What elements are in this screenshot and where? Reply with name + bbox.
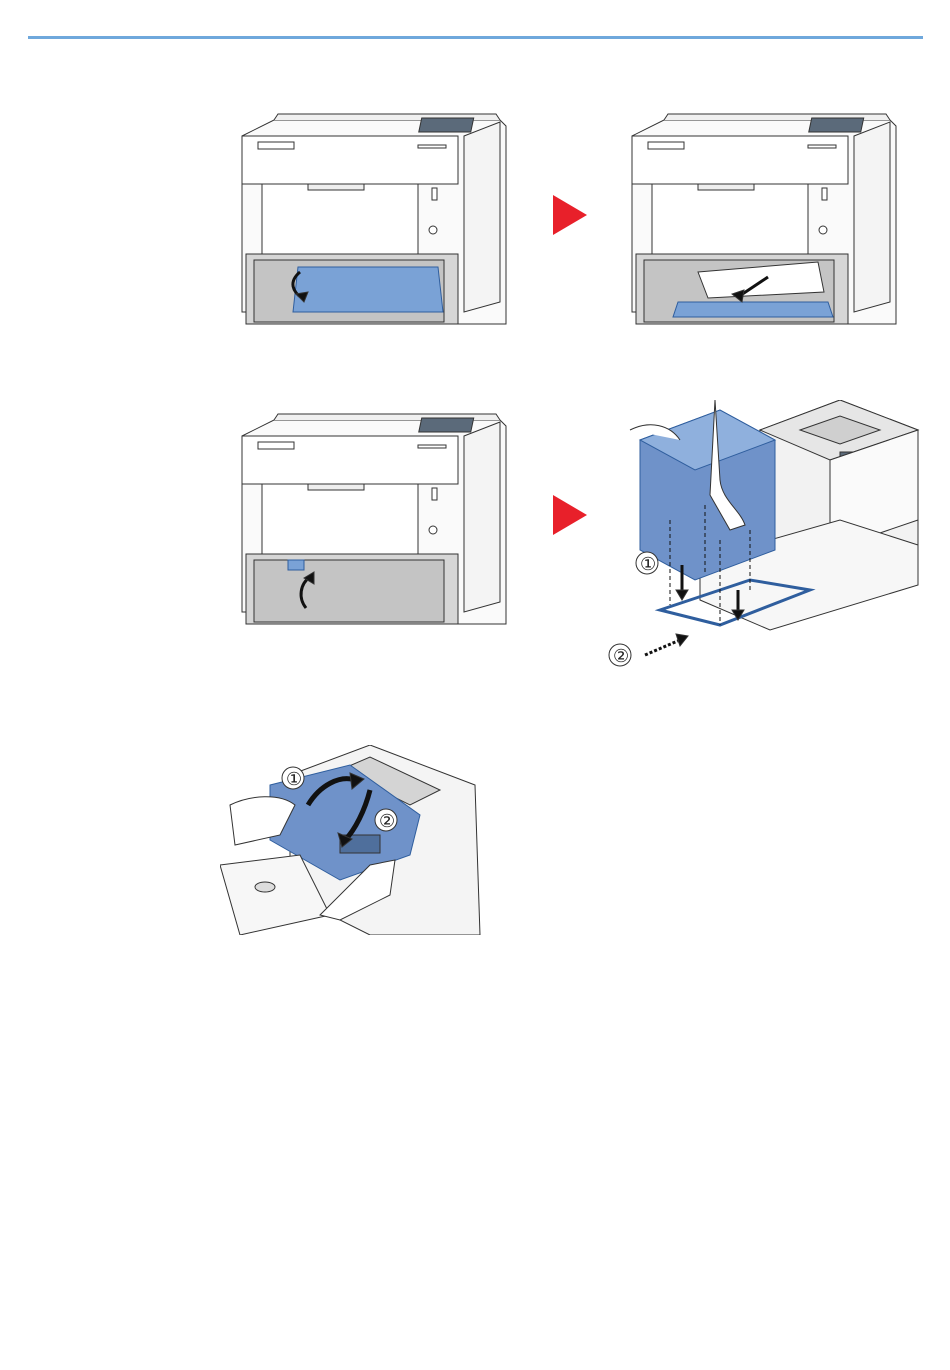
tray-insert-figure: ① ②	[600, 400, 930, 670]
step-label-1: ①	[286, 769, 302, 790]
step-label-2: ②	[379, 811, 395, 832]
printer-figure-remove-paper	[628, 112, 900, 327]
step-label-2: ②	[613, 646, 629, 667]
printer-figure-open-cover	[238, 112, 510, 327]
step-label-1: ①	[640, 554, 656, 575]
next-step-arrow-icon	[553, 495, 589, 535]
printer-figure-close-cover	[238, 412, 510, 627]
header-rule	[28, 36, 923, 39]
next-step-arrow-icon	[553, 195, 589, 235]
close-top-cover-figure: ① ②	[220, 745, 485, 935]
